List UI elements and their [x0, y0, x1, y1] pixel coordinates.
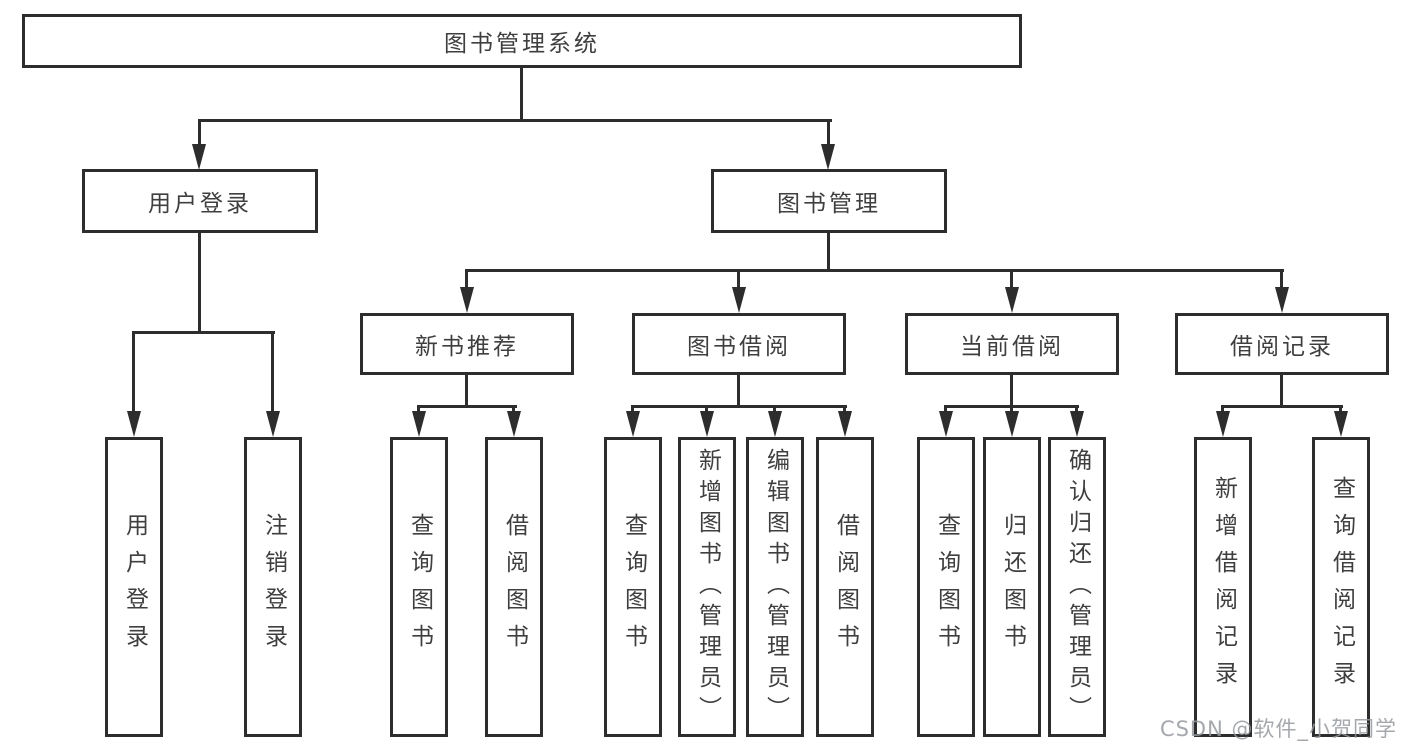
connector-shaft [198, 119, 201, 147]
leaf-label: 用户登录 [121, 513, 148, 661]
connector-root-split [198, 119, 832, 122]
node-label: 借阅记录 [1230, 334, 1334, 360]
leaf-user-login: 用户登录 [105, 437, 163, 737]
connector-shaft [773, 405, 776, 415]
leaf-label: 注销登录 [260, 513, 287, 661]
leaf-label: 归还图书 [999, 513, 1026, 661]
connector-recommend-split [418, 405, 517, 408]
connector-shaft [1280, 269, 1283, 291]
arrowhead-down-icon [1005, 287, 1019, 313]
node-book-borrowing: 图书借阅 [632, 313, 846, 375]
arrowhead-down-icon [1334, 411, 1348, 437]
arrowhead-down-icon [821, 144, 835, 170]
connector-mgmt-split [465, 269, 1284, 272]
node-label: 图书借阅 [687, 334, 791, 360]
connector-shaft [1221, 405, 1224, 415]
arrowhead-down-icon [1070, 411, 1084, 437]
leaf-edit-book-admin: 编辑图书（管理员） [746, 437, 804, 737]
leaf-return-books: 归还图书 [983, 437, 1041, 737]
arrowhead-down-icon [412, 411, 426, 437]
connector-shaft [132, 331, 135, 413]
connector-shaft [1075, 405, 1078, 415]
arrowhead-down-icon [460, 287, 474, 313]
node-book-management: 图书管理 [711, 169, 947, 233]
arrowhead-down-icon [732, 287, 746, 313]
connector-shaft [465, 269, 468, 291]
leaf-label: 新增借阅记录 [1210, 476, 1237, 698]
leaf-add-borrow-record: 新增借阅记录 [1194, 437, 1252, 737]
connector-shaft [705, 405, 708, 415]
connector-current-stem [1010, 374, 1013, 408]
connector-shaft [1339, 405, 1342, 415]
connector-mgmt-stem [827, 233, 830, 272]
arrowhead-down-icon [700, 411, 714, 437]
arrowhead-down-icon [266, 411, 280, 437]
node-label: 图书管理系统 [444, 31, 600, 57]
arrowhead-down-icon [507, 411, 521, 437]
leaf-label: 查询借阅记录 [1328, 476, 1355, 698]
leaf-label: 查询图书 [406, 513, 433, 661]
arrowhead-down-icon [1005, 411, 1019, 437]
leaf-query-books-recommend: 查询图书 [390, 437, 448, 737]
connector-root-stem [520, 67, 523, 119]
node-current-borrowing: 当前借阅 [905, 313, 1119, 375]
connector-recommend-stem [465, 374, 468, 408]
leaf-borrow-books: 借阅图书 [816, 437, 874, 737]
connector-shaft [271, 331, 274, 413]
connector-shaft [512, 405, 515, 415]
leaf-add-book-admin: 新增图书（管理员） [678, 437, 736, 737]
leaf-query-borrow-record: 查询借阅记录 [1312, 437, 1370, 737]
leaf-label: 确认归还（管理员） [1064, 447, 1091, 727]
leaf-label: 编辑图书（管理员） [762, 447, 789, 727]
node-label: 新书推荐 [415, 334, 519, 360]
leaf-query-books-current: 查询图书 [917, 437, 975, 737]
arrowhead-down-icon [626, 411, 640, 437]
csdn-watermark: CSDN @软件_小贺同学 [1159, 717, 1397, 741]
node-new-book-recommend: 新书推荐 [360, 313, 574, 375]
arrowhead-down-icon [939, 411, 953, 437]
node-borrowing-records: 借阅记录 [1175, 313, 1389, 375]
connector-borrow-split [632, 405, 847, 408]
leaf-label: 新增图书（管理员） [694, 447, 721, 727]
arrowhead-down-icon [768, 411, 782, 437]
leaf-query-books-borrow: 查询图书 [604, 437, 662, 737]
connector-shaft [843, 405, 846, 415]
connector-shaft [1010, 405, 1013, 415]
leaf-borrow-books-recommend: 借阅图书 [485, 437, 543, 737]
leaf-label: 查询图书 [933, 513, 960, 661]
connector-login-stem [198, 233, 201, 334]
arrowhead-down-icon [838, 411, 852, 437]
connector-shaft [1010, 269, 1013, 291]
node-label: 用户登录 [148, 191, 252, 217]
arrowhead-down-icon [1216, 411, 1230, 437]
node-label: 当前借阅 [960, 334, 1064, 360]
connector-shaft [944, 405, 947, 415]
leaf-label: 借阅图书 [501, 513, 528, 661]
connector-borrow-stem [737, 374, 740, 408]
connector-login-split [133, 331, 275, 334]
leaf-confirm-return-admin: 确认归还（管理员） [1048, 437, 1106, 737]
connector-shaft [417, 405, 420, 415]
leaf-label: 查询图书 [620, 513, 647, 661]
node-library-management-system: 图书管理系统 [22, 14, 1022, 68]
node-user-login: 用户登录 [82, 169, 318, 233]
arrowhead-down-icon [192, 144, 206, 170]
leaf-label: 借阅图书 [832, 513, 859, 661]
arrowhead-down-icon [1275, 287, 1289, 313]
arrowhead-down-icon [127, 411, 141, 437]
connector-shaft [827, 119, 830, 147]
connector-records-stem [1280, 374, 1283, 408]
connector-shaft [631, 405, 634, 415]
node-label: 图书管理 [777, 191, 881, 217]
connector-shaft [737, 269, 740, 291]
connector-records-split [1222, 405, 1343, 408]
leaf-logout: 注销登录 [244, 437, 302, 737]
